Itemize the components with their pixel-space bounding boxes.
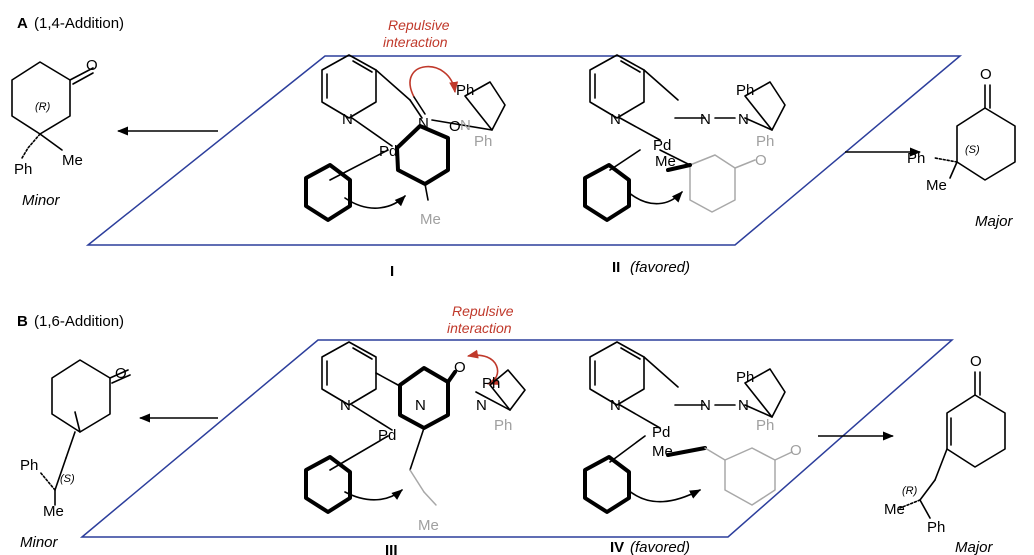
ts-iii-label: III <box>385 542 398 555</box>
atom-ph-bottom: Ph <box>494 417 512 434</box>
panel-b-letter: B <box>17 313 28 330</box>
atom-n-pyrrolidine: N <box>460 117 471 134</box>
stereo-label: (S) <box>60 473 75 485</box>
atom-ph-bottom: Ph <box>474 133 492 150</box>
ts-ii-label: II <box>612 259 620 276</box>
ts-i: N Pd N N O Ph Ph Me <box>304 54 506 228</box>
product-a-major: O (S) Ph Me Major <box>907 66 1016 230</box>
product-b-minor: O (S) Ph Me Minor <box>20 359 131 551</box>
atom-ph-top: Ph <box>482 375 500 392</box>
atom-o: O <box>454 359 466 376</box>
atom-ph-top: Ph <box>736 369 754 386</box>
minor-label-b: Minor <box>20 534 59 551</box>
ts-i-label: I <box>390 263 394 280</box>
ts-iv-note: (favored) <box>630 539 690 555</box>
atom-n-pyridine: N <box>610 397 621 414</box>
ts-iii: N Pd N N O Ph Ph Me <box>304 341 526 534</box>
atom-pd: Pd <box>378 427 396 444</box>
atom-me: Me <box>420 211 441 228</box>
atom-o: O <box>790 442 802 459</box>
atom-ph-bottom: Ph <box>756 133 774 150</box>
repulsion-arrow-a <box>409 65 459 98</box>
panel-a-title: (1,4-Addition) <box>34 15 124 32</box>
major-label-b: Major <box>955 539 994 555</box>
plane-b <box>79 339 954 538</box>
atom-n-pyridine: N <box>610 111 621 128</box>
ts-iv-label: IV <box>610 539 624 555</box>
panel-b: B (1,6-Addition) Repulsive interaction O… <box>17 303 1006 555</box>
atom-me: Me <box>62 152 83 169</box>
panel-b-title: (1,6-Addition) <box>34 313 124 330</box>
atom-n-pyrrolidine: N <box>738 397 749 414</box>
repulsive-label-b-line1: Repulsive <box>452 303 514 319</box>
atom-pd: Pd <box>379 143 397 160</box>
plane-a <box>85 55 963 246</box>
stereo-label: (R) <box>902 485 918 497</box>
panel-a: A (1,4-Addition) Repulsive interaction O… <box>11 15 1016 280</box>
atom-n-imine: N <box>700 111 711 128</box>
atom-o: O <box>115 365 127 382</box>
atom-n-imine: N <box>415 397 426 414</box>
repulsive-label-b-line2: interaction <box>447 320 512 336</box>
atom-me: Me <box>652 443 673 460</box>
product-b-major: O (R) Ph Me Major <box>884 353 1006 555</box>
atom-ph: Ph <box>14 161 32 178</box>
ts-ii: N Pd N N O Ph Ph Me <box>583 54 786 222</box>
atom-ph-bottom: Ph <box>756 417 774 434</box>
repulsive-label-a-line2: interaction <box>383 34 448 50</box>
atom-n-pyrrolidine: N <box>738 111 749 128</box>
product-a-minor: O (R) Ph Me Minor <box>11 57 98 209</box>
major-label-a: Major <box>975 213 1014 230</box>
panel-a-letter: A <box>17 15 28 32</box>
stereo-label: (S) <box>965 144 980 156</box>
ts-iv: N Pd N N O Ph Ph Me <box>583 341 802 514</box>
minor-label-a: Minor <box>22 192 61 209</box>
ts-ii-note: (favored) <box>630 259 690 276</box>
atom-n-imine: N <box>700 397 711 414</box>
atom-me: Me <box>43 503 64 520</box>
atom-o: O <box>980 66 992 83</box>
atom-o: O <box>970 353 982 370</box>
atom-me: Me <box>884 501 905 518</box>
atom-n-imine: N <box>418 115 429 132</box>
atom-pd: Pd <box>653 137 671 154</box>
repulsion-arrow-b <box>466 349 499 385</box>
atom-o: O <box>449 118 461 135</box>
atom-o: O <box>755 152 767 169</box>
atom-ph-top: Ph <box>456 82 474 99</box>
atom-n-pyridine: N <box>340 397 351 414</box>
atom-ph: Ph <box>907 150 925 167</box>
atom-n-pyridine: N <box>342 111 353 128</box>
atom-ph-top: Ph <box>736 82 754 99</box>
atom-o: O <box>86 57 98 74</box>
atom-ph: Ph <box>20 457 38 474</box>
stereo-label: (R) <box>35 101 51 113</box>
atom-me: Me <box>418 517 439 534</box>
atom-n-pyrrolidine: N <box>476 397 487 414</box>
repulsive-label-a-line1: Repulsive <box>388 17 450 33</box>
atom-me: Me <box>655 153 676 170</box>
atom-me: Me <box>926 177 947 194</box>
atom-pd: Pd <box>652 424 670 441</box>
atom-ph: Ph <box>927 519 945 536</box>
